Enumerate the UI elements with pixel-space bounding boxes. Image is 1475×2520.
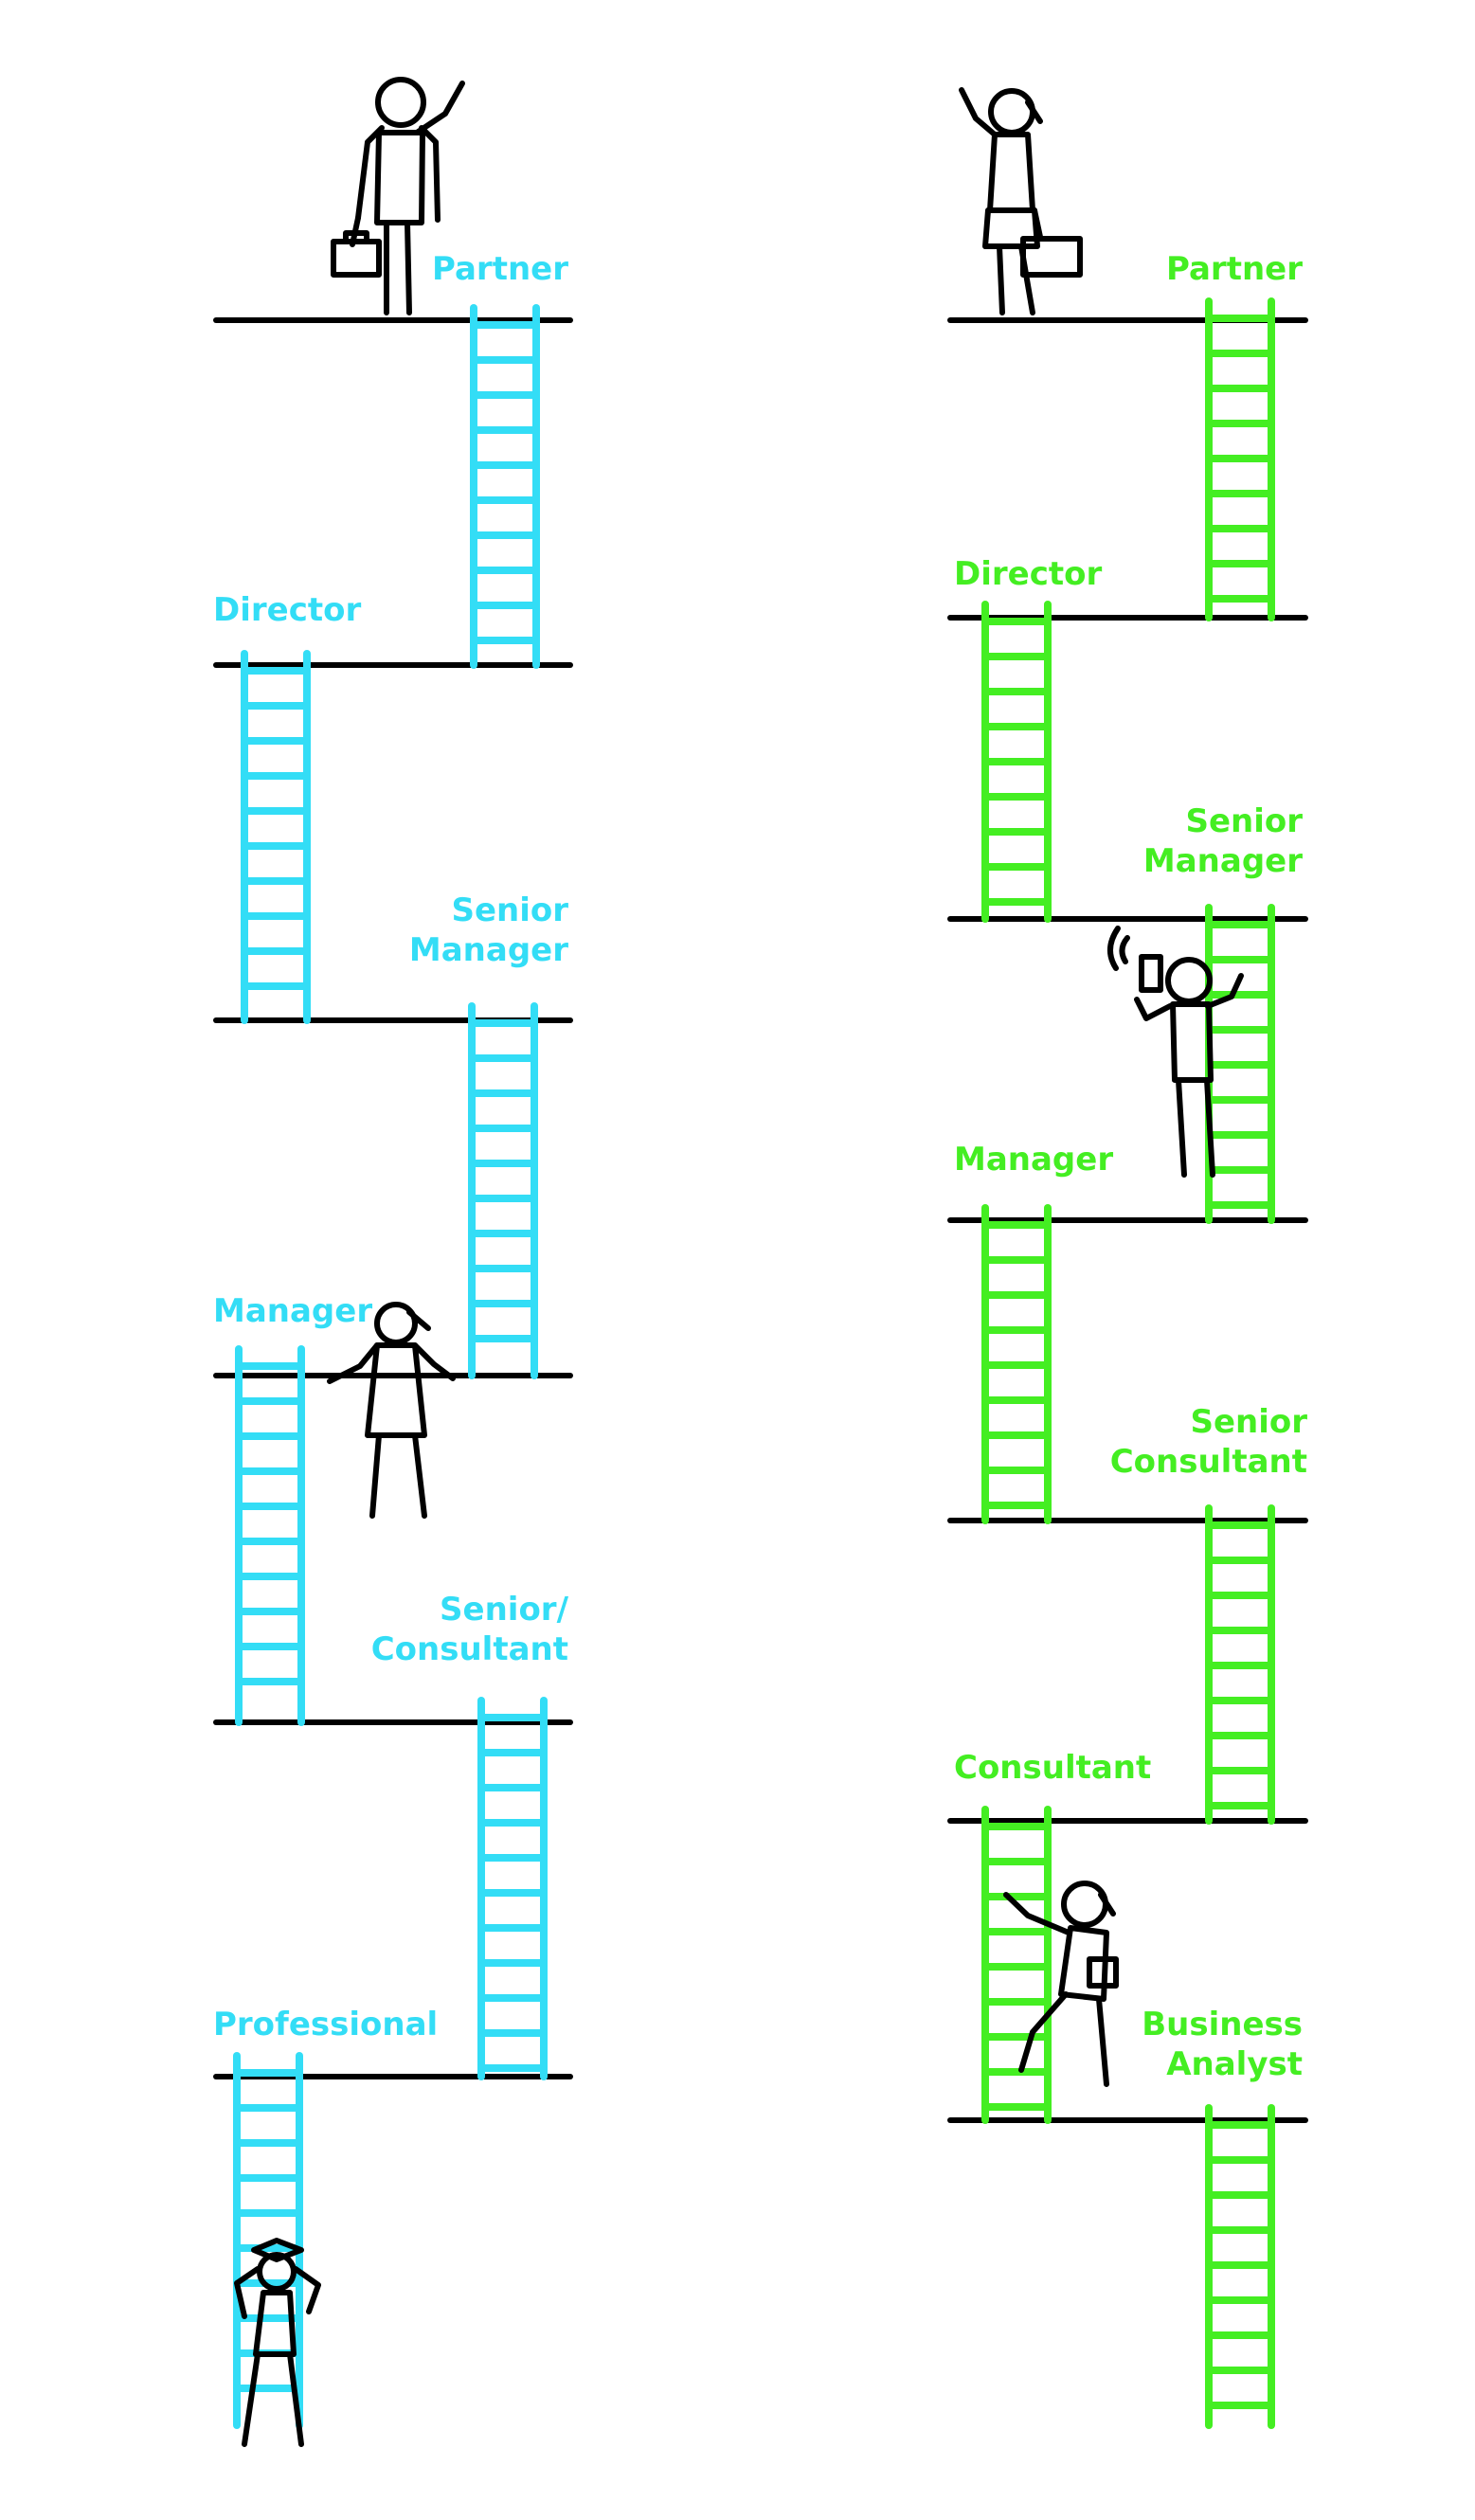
right-ladder-4 [981,1204,1052,1524]
right-level-label-6: Consultant [954,1749,1151,1787]
left-ladder-3 [468,1002,538,1379]
level-label-line: Senior [1190,1403,1307,1441]
businessman-phone-icon [1107,926,1244,1178]
level-label-line: Manager [409,931,568,969]
right-ladder-3 [1205,904,1275,1224]
left-level-label-5: Senior/Consultant [371,1591,569,1668]
right-ladder-1 [1205,297,1275,621]
right-ladder-6 [981,1806,1052,2124]
businesswoman-hanging-icon [327,1302,456,1519]
right-level-label-2: Director [954,555,1102,593]
level-label-line: Consultant [1110,1443,1307,1481]
level-label-line: Analyst [1166,2045,1303,2083]
left-level-label-2: Director [213,591,361,629]
left-ladder-1 [470,304,540,669]
left-ladder-2 [241,650,311,1024]
right-ladder-7 [1205,2104,1275,2429]
level-label-line: Business [1142,2006,1303,2043]
level-label-line: Professional [213,2006,438,2043]
level-label-line: Manager [213,1292,372,1330]
level-label-line: Partner [432,250,568,288]
level-label-line: Consultant [954,1749,1151,1787]
right-ladder-2 [981,601,1052,923]
level-label-line: Senior [1185,802,1303,840]
left-level-label-1: Partner [432,250,568,288]
right-level-label-1: Partner [1166,250,1303,288]
left-ladder-5 [477,1697,548,2080]
level-label-line: Senior [451,891,568,929]
level-label-line: Consultant [371,1630,568,1668]
figures [234,77,1244,2447]
businesswoman-waving-icon [959,87,1083,315]
level-label-line: Partner [1166,250,1303,288]
level-label-line: Manager [954,1141,1113,1179]
level-label-line: Director [954,555,1102,593]
left-ladder-4 [235,1345,305,1726]
level-label-line: Manager [1143,842,1303,880]
right-ladder-5 [1205,1504,1275,1825]
woman-climbing-icon [1003,1881,1119,2087]
level-label-line: Director [213,591,361,629]
left-level-label-4: Manager [213,1292,372,1330]
businessman-waving-icon [331,77,465,315]
level-label-line: Senior/ [440,1591,569,1629]
left-level-label-6: Professional [213,2006,438,2043]
graduate-climbing-icon [234,2238,321,2447]
right-level-label-4: Manager [954,1141,1113,1179]
